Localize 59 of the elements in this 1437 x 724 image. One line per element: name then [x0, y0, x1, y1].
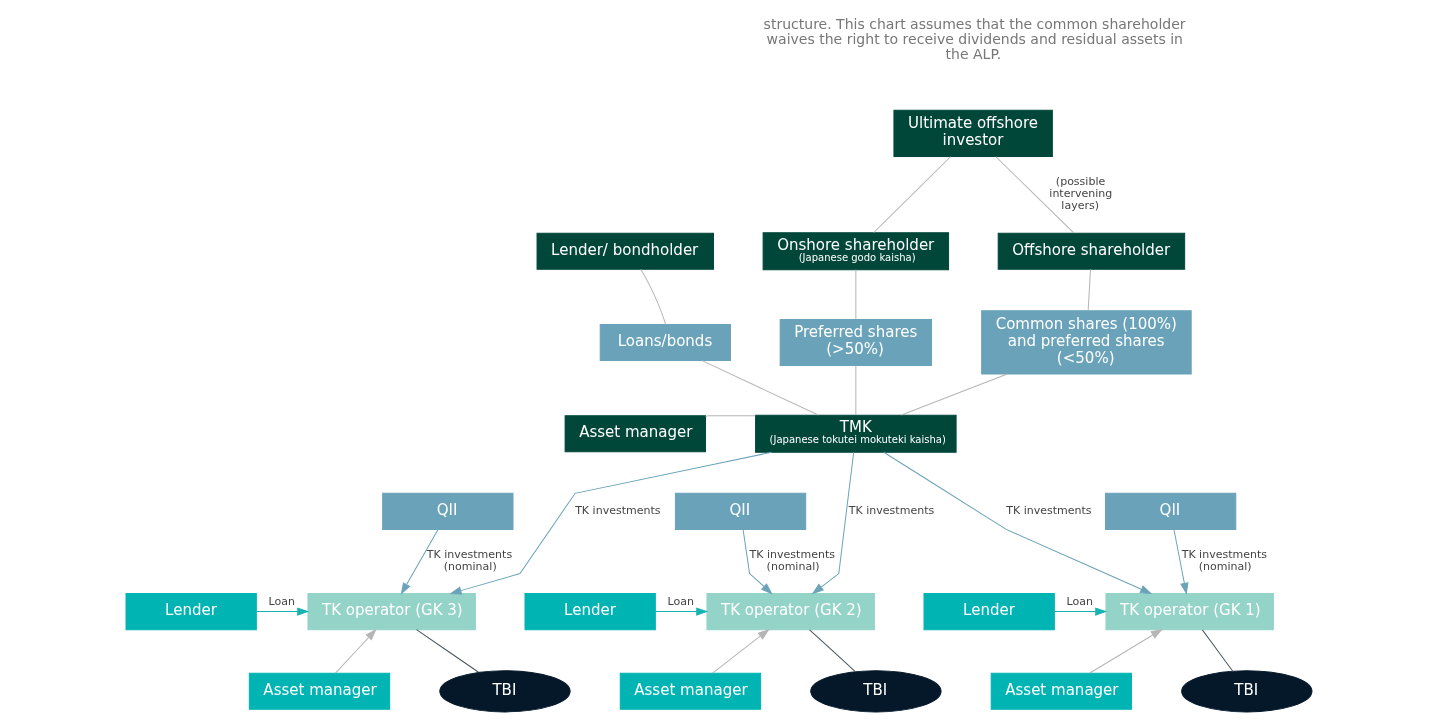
node-box: TK operator (GK 3) [306, 593, 476, 631]
node-box: TMK (Japanese tokutei mokuteki kaisha) [754, 414, 957, 453]
edge-label: TK investments [848, 504, 934, 518]
edge-label: (possible intervening layers) [1048, 175, 1112, 213]
connector [854, 365, 856, 416]
node-box: Lender/ bondholder [536, 232, 714, 270]
node-box: Asset manager [248, 672, 390, 710]
node-box: TK operator (GK 1) [1104, 593, 1274, 631]
edge-label: TK investments (nominal) [1181, 548, 1267, 574]
node-box: Lender [923, 593, 1055, 631]
connector [639, 268, 666, 325]
connector [900, 373, 1008, 416]
node-box: Asset manager [990, 672, 1132, 710]
arrow [654, 607, 707, 616]
arrow [1053, 607, 1106, 616]
node-box: Common shares (100%) and preferred shares (<50%) [980, 310, 1192, 375]
node-ellipse: TBI [438, 670, 571, 713]
arrow [1088, 629, 1162, 674]
arrow [1172, 529, 1188, 594]
node-box: Preferred shares (>50%) [779, 318, 932, 366]
connector [415, 629, 479, 673]
node-box: Onshore shareholder (Japanese godo kaisha) [762, 232, 949, 271]
edge-label: Loan [1066, 595, 1093, 609]
connector [872, 156, 951, 233]
node-box: Asset manager [619, 672, 761, 710]
arrow [812, 451, 854, 594]
edge-label: Loan [667, 595, 694, 609]
node-box: Loans/bonds [599, 323, 731, 361]
arrow [882, 451, 1151, 594]
node-box: Offshore shareholder [997, 232, 1185, 270]
node-box: QII [1104, 492, 1236, 530]
arrow [400, 529, 439, 594]
node-box: QII [674, 492, 806, 530]
connector [994, 156, 1074, 234]
connector [1201, 629, 1233, 672]
connector [701, 360, 819, 416]
edge-label: TK investments (nominal) [749, 548, 835, 574]
edge-label: TK investments [574, 504, 661, 518]
connector [854, 269, 856, 320]
edge-label: Loan [268, 595, 295, 609]
arrow [449, 451, 772, 595]
node-box: Ultimate offshore investor [892, 109, 1053, 157]
node-box: Lender [524, 593, 656, 631]
edge-label: TK investments [1005, 504, 1092, 518]
label: structure. This chart assumes that the common shareholder waives the right to receive dividends and residual assets in the ALP. [763, 16, 1186, 63]
node-box: Lender [125, 593, 257, 631]
node-ellipse: TBI [1180, 670, 1312, 713]
node-box: TK operator (GK 2) [705, 593, 875, 631]
arrow [742, 529, 772, 594]
connector [1087, 268, 1091, 312]
edge-label: TK investments (nominal) [426, 548, 512, 574]
connector [704, 415, 756, 417]
arrow [255, 607, 308, 616]
arrow [711, 629, 769, 674]
connector [808, 629, 856, 673]
node-box: QII [381, 492, 513, 530]
node-ellipse: TBI [809, 670, 942, 713]
arrow [334, 629, 376, 674]
node-box: Asset manager [564, 415, 706, 453]
